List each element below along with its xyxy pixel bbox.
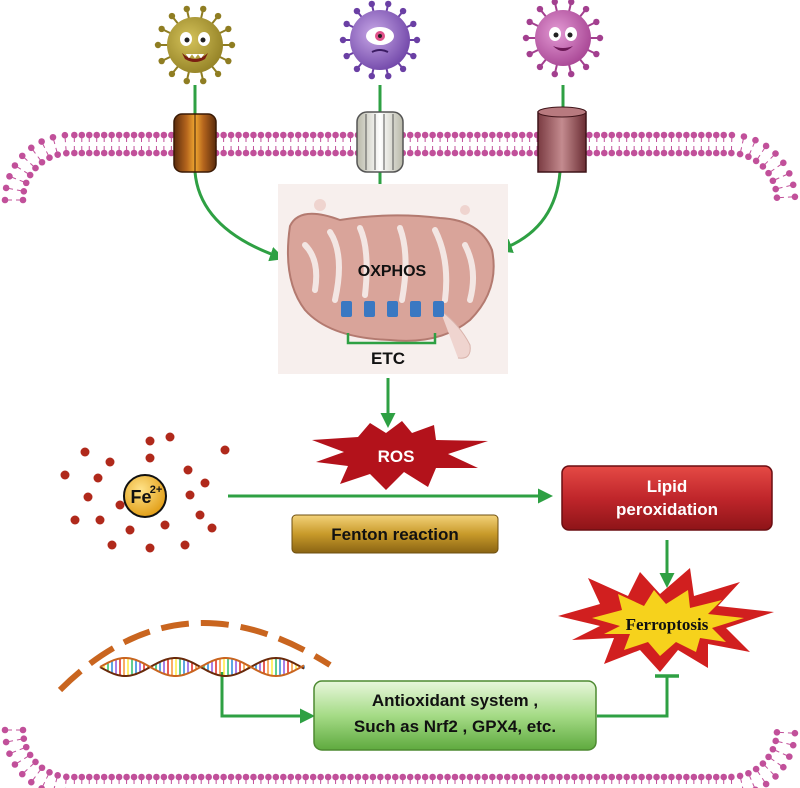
bottom-cell-membrane [1, 726, 799, 788]
pathway-arrows [193, 85, 679, 724]
etc-complex-2 [364, 301, 375, 317]
etc-label: ETC [371, 349, 405, 368]
channel-maroon-icon [537, 106, 587, 173]
fe-label: Fe [130, 487, 151, 507]
arrow-channel3-to-mito [497, 171, 562, 253]
etc-bracket [346, 333, 437, 345]
ros-burst [312, 421, 488, 490]
virus-purple-icon [339, 0, 421, 80]
virus-pink-icon [522, 0, 604, 78]
ferroptosis-burst [558, 568, 774, 672]
virus-olive-icon [154, 5, 236, 85]
etc-complex-1 [341, 301, 352, 317]
channel-white-icon [356, 111, 404, 173]
lipid-peroxidation-box [561, 465, 773, 531]
ferroptosis-label: Ferroptosis [626, 615, 709, 634]
fe-ion: Fe 2+ [123, 474, 167, 518]
oxphos-label: OXPHOS [358, 263, 427, 280]
lipid-label-line2: peroxidation [616, 500, 718, 519]
antioxidant-label-line2: Such as Nrf2 , GPX4, etc. [354, 717, 556, 736]
arrow-channel1-to-mito [193, 171, 285, 262]
ros-label: ROS [378, 447, 415, 466]
mitochondrion-icon [278, 184, 508, 374]
fenton-box [291, 514, 499, 554]
antioxidant-label-line1: Antioxidant system , [372, 691, 538, 710]
etc-complex-5 [433, 301, 444, 317]
nuclear-envelope [57, 620, 332, 693]
fenton-label: Fenton reaction [331, 525, 459, 544]
antioxidant-system-box [313, 680, 597, 751]
iron-particles [60, 432, 230, 553]
etc-complex-4 [410, 301, 421, 317]
dna-helix-icon [99, 656, 305, 678]
channel-brown-icon [173, 113, 217, 173]
fe-charge: 2+ [150, 484, 163, 496]
etc-complex-3 [387, 301, 398, 317]
arrow-dna-to-antioxidant [220, 672, 315, 724]
lipid-label-line1: Lipid [647, 477, 688, 496]
inhibit-antioxidant-ferroptosis [597, 676, 669, 718]
